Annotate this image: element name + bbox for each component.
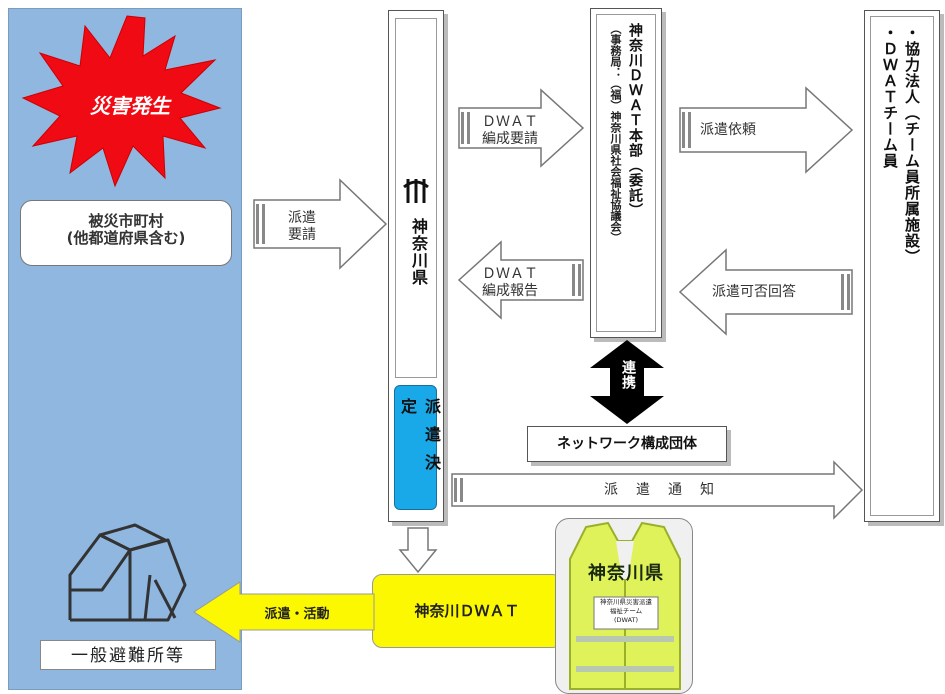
formation-report-label-2: 編成報告 [482,283,538,299]
network-box: ネットワーク構成団体 [527,426,727,462]
vest-big-text: 神奈川県 [588,563,664,584]
decision-label: 派遣決定 [398,398,441,482]
formation-request-label-2: 編成要請 [482,131,538,147]
dispatch-notice-label: 派 遣 通 知 [604,482,716,498]
shelter-label: 一般避難所等 [40,640,216,670]
dispatch-notice-arrow [451,460,864,520]
request-arrow-label-1: 派遣 [288,210,316,226]
vest-small-line-1: 神奈川県災害派遣 [600,598,652,606]
kanagawa-emblem-icon [403,179,429,203]
dwat-team-box: 神奈川ＤＷＡＴ [372,574,562,648]
partners-line-1: ・協力法人（チーム員所属施設） [903,25,921,265]
decision-block: 派遣決定 [394,385,441,510]
shelter-house-icon [68,523,187,622]
request-arrow-label-2: 要請 [288,227,316,243]
dispatch-request-arrow [679,86,854,174]
availability-arrow [678,248,853,336]
down-arrow [398,527,438,574]
formation-report-arrow [457,240,584,320]
availability-label: 派遣可否回答 [712,284,796,300]
municipality-name: 被災市町村 [88,212,164,230]
cooperation-arrow [590,340,664,424]
formation-request-label-1: ＤＷＡＴ [482,114,538,130]
formation-request-arrow [458,88,585,168]
hq-inner: 神奈川ＤＷＡＴ本部（委託） （事務局：（福）神奈川県社会福祉協議会） [596,14,656,332]
vest-small-line-3: (DWAT) [613,616,639,624]
disaster-starburst-icon [21,15,222,188]
hq-title: 神奈川ＤＷＡＴ本部（委託） [627,23,643,218]
partners-line-2: ・ＤＷＡＴチーム員 [881,25,899,169]
dispatch-request-label: 派遣依頼 [700,122,756,138]
prefecture-label: 神奈川県 [409,218,428,286]
municipality-box: 被災市町村 (他都道府県含む) [20,200,232,266]
vest-photo: 神奈川県 神奈川県災害派遣 福祉チーム (DWAT) [555,518,693,694]
hq-subtitle: （事務局：（福）神奈川県社会福祉協議会） [609,23,622,243]
cooperation-label: 連携 [620,360,636,390]
disaster-label: 災害発生 [90,94,170,118]
formation-report-label-1: ＤＷＡＴ [482,266,538,282]
vest-icon [569,521,681,690]
activity-arrow [193,581,375,643]
municipality-note: (他都道府県含む) [66,229,186,247]
vest-small-line-2: 福祉チーム [609,607,643,615]
partners-inner: ・協力法人（チーム員所属施設） ・ＤＷＡＴチーム員 [870,16,934,516]
activity-label: 派遣・活動 [264,607,330,622]
request-arrow [253,178,388,270]
